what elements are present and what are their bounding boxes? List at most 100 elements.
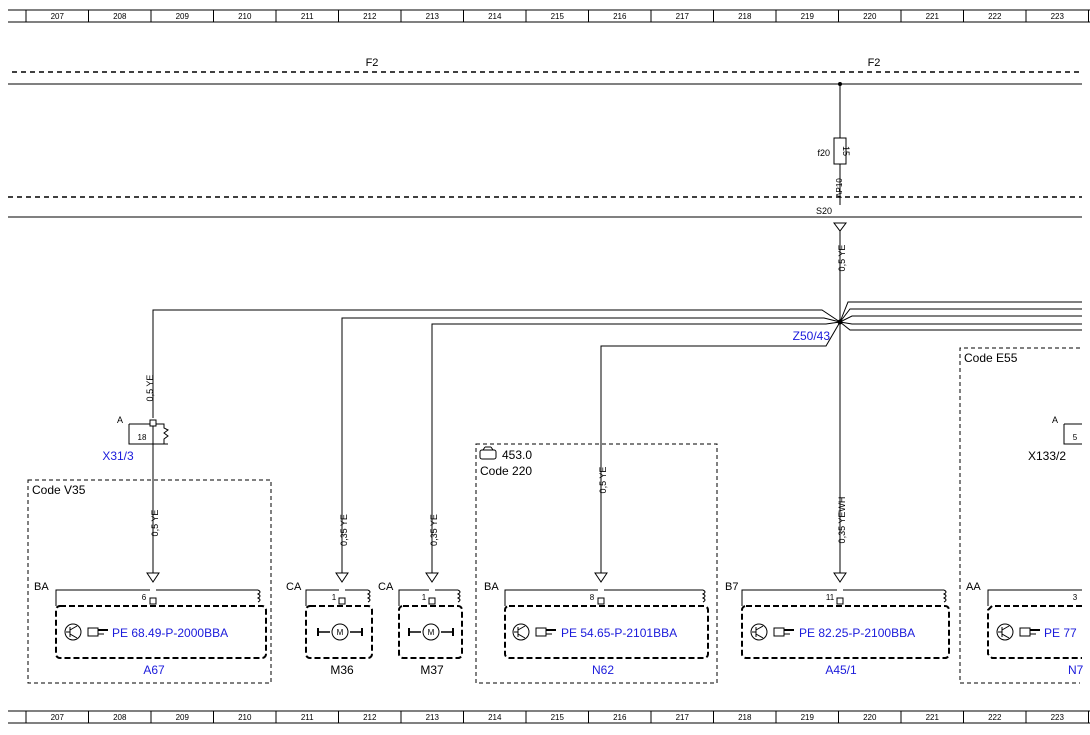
pointing-hand-icon (535, 627, 556, 637)
top-ruler-column-216: 216 (613, 12, 627, 21)
bottom-ruler-column-222: 222 (988, 713, 1002, 722)
pointing-hand-icon (87, 627, 108, 637)
component-m37[interactable]: 0,35 YE CA 1 M M37 (378, 514, 463, 677)
m36-name: M36 (330, 663, 354, 677)
splice-z50-label: Z50/43 (793, 329, 831, 343)
a67-plug: BA (34, 581, 49, 593)
bottom-ruler-column-217: 217 (676, 713, 690, 722)
x1332-label: X133/2 (1028, 449, 1066, 463)
pointing-hand-icon (1019, 627, 1040, 637)
bottom-ruler-column-208: 208 (113, 713, 127, 722)
car-icon (479, 446, 497, 460)
code-453-label: 453.0 (502, 448, 532, 462)
bottom-ruler-column-218: 218 (738, 713, 752, 722)
separator-bus (8, 196, 1082, 218)
x313-side: A (117, 415, 123, 425)
a67-wire-label: 0,5 YE (150, 510, 160, 537)
bottom-ruler-column-209: 209 (176, 713, 190, 722)
f2-label-right: F2 (868, 57, 881, 69)
n7-plug: AA (966, 581, 981, 593)
fuse-f20[interactable]: 15 f20 AP10 S20 0,5 YE (816, 82, 851, 322)
bottom-ruler-column-219: 219 (801, 713, 815, 722)
top-ruler-column-222: 222 (988, 12, 1002, 21)
top-ruler-column-219: 219 (801, 12, 815, 21)
code-220-label: Code 220 (480, 464, 532, 478)
n62-wire-label: 0,5 YE (598, 467, 608, 494)
n62-name: N62 (592, 663, 614, 677)
transistor-icon (750, 623, 768, 641)
pointing-hand-icon (773, 627, 794, 637)
x313-pin: 18 (138, 433, 147, 442)
a451-wire-label: 0,35 YEWH (837, 497, 847, 544)
a67-pin: 6 (142, 593, 147, 602)
m37-pin: 1 (422, 593, 427, 602)
n62-ref-link[interactable]: PE 54.65-P-2101BBA (561, 626, 677, 640)
splice-s20: S20 (816, 206, 832, 216)
m37-motor-letter: M (428, 628, 435, 637)
f2-bus: F2 F2 (8, 57, 1082, 85)
a451-plug: B7 (725, 581, 738, 593)
component-m36[interactable]: 0,35 YE CA 1 M M36 (286, 514, 373, 677)
bottom-ruler: 207 208 209 210 211 212 213 214 215 216 217 218 219 2… (8, 710, 1090, 724)
code-v35-label: Code V35 (32, 483, 86, 497)
bottom-ruler-column-223: 223 (1051, 713, 1065, 722)
fuse-terminal: AP10 (835, 178, 844, 198)
top-ruler-column-223: 223 (1051, 12, 1065, 21)
component-a45-1[interactable]: 0,35 YEWH B7 11 PE 82.25-P-2100BBA A45/1 (725, 497, 950, 677)
x313-label: X31/3 (102, 449, 134, 463)
a451-name: A45/1 (825, 663, 857, 677)
n62-pin: 8 (590, 593, 595, 602)
motor-icon: M (408, 623, 454, 641)
top-ruler-column-220: 220 (863, 12, 877, 21)
main-wire-label: 0,5 YE (837, 245, 847, 272)
bottom-ruler-column-210: 210 (238, 713, 252, 722)
component-n7[interactable]: Code E55 A 5 X133/2 AA 3 PE 77 N7 (959, 347, 1084, 684)
m37-name: M37 (420, 663, 444, 677)
top-ruler-column-211: 211 (301, 12, 314, 21)
transistor-icon (512, 623, 530, 641)
bottom-ruler-column-221: 221 (926, 713, 940, 722)
code-e55-label: Code E55 (964, 351, 1018, 365)
transistor-icon (996, 623, 1014, 641)
component-a67[interactable]: Code V35 BA 6 PE 68.49-P-2000BBA A67 (27, 479, 272, 684)
m36-plug: CA (286, 581, 302, 593)
transistor-icon (64, 623, 82, 641)
m36-wire-label: 0,35 YE (339, 514, 349, 546)
bottom-ruler-column-207: 207 (51, 713, 65, 722)
fuse-rating: 15 (841, 146, 851, 156)
fuse-name: f20 (817, 148, 830, 158)
top-ruler-column-210: 210 (238, 12, 252, 21)
bottom-ruler-column-211: 211 (301, 713, 314, 722)
bottom-ruler-column-212: 212 (363, 713, 377, 722)
top-ruler-column-215: 215 (551, 12, 565, 21)
n62-plug: BA (484, 581, 499, 593)
bottom-ruler-column-220: 220 (863, 713, 877, 722)
n7-ref-link[interactable]: PE 77 (1044, 626, 1077, 640)
top-ruler-column-214: 214 (488, 12, 502, 21)
bottom-ruler-column-214: 214 (488, 713, 502, 722)
x1332-pin: 5 (1073, 433, 1078, 442)
connector-x31-3[interactable]: 0,5 YE A 18 X31/3 0,5 YE (102, 375, 169, 573)
a67-name: A67 (143, 663, 165, 677)
component-n62[interactable]: 453.0 Code 220 0,5 YE BA 8 PE 54.65-P-21… (475, 443, 718, 684)
splice-z50-43[interactable]: Z50/43 (152, 301, 1082, 573)
m36-motor-letter: M (337, 628, 344, 637)
a67-ref-link[interactable]: PE 68.49-P-2000BBA (112, 626, 228, 640)
top-ruler-column-212: 212 (363, 12, 377, 21)
m37-wire-label: 0,35 YE (429, 514, 439, 546)
top-ruler-column-213: 213 (426, 12, 440, 21)
top-ruler-column-218: 218 (738, 12, 752, 21)
top-ruler-column-221: 221 (926, 12, 940, 21)
bottom-ruler-column-215: 215 (551, 713, 565, 722)
a451-ref-link[interactable]: PE 82.25-P-2100BBA (799, 626, 915, 640)
n7-pin: 3 (1073, 593, 1078, 602)
top-ruler-column-208: 208 (113, 12, 127, 21)
n7-name: N7 (1068, 663, 1084, 677)
top-ruler-column-217: 217 (676, 12, 690, 21)
bottom-ruler-column-216: 216 (613, 713, 627, 722)
bottom-ruler-column-213: 213 (426, 713, 440, 722)
m36-pin: 1 (332, 593, 337, 602)
top-ruler-column-209: 209 (176, 12, 190, 21)
